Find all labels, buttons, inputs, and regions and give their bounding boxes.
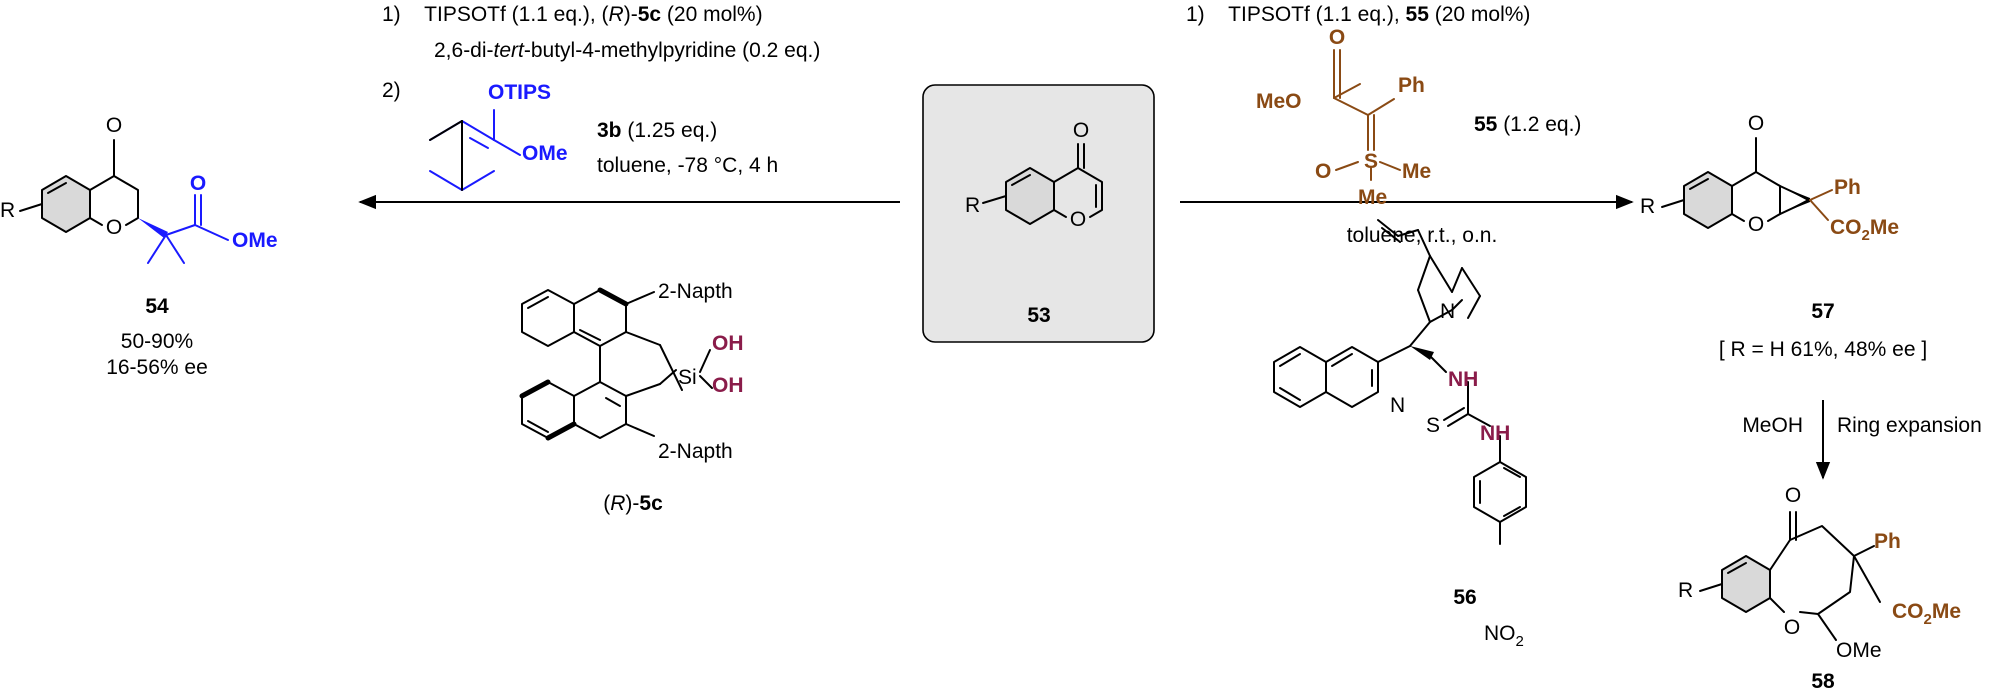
ester-a: CO bbox=[1830, 216, 1862, 239]
left-step1-r: R bbox=[609, 3, 624, 26]
ring-oxygen: O bbox=[1784, 616, 1800, 639]
result: [ R = H 61%, 48% ee ] bbox=[1719, 338, 1927, 361]
right-step1-b: (20 mol%) bbox=[1429, 3, 1531, 26]
yield: 50-90% bbox=[121, 330, 193, 353]
compound-label: 57 bbox=[1811, 300, 1834, 323]
silicon-label: Si bbox=[678, 366, 697, 389]
r-group: R bbox=[1678, 579, 1693, 602]
ee: 16-56% ee bbox=[106, 356, 208, 379]
reagent-ome-label: OMe bbox=[522, 142, 568, 165]
nitro-sub: 2 bbox=[1516, 633, 1524, 650]
ring-oxygen: O bbox=[106, 216, 122, 239]
cat-label-b: )- bbox=[625, 492, 639, 515]
quinoline-nitrogen: N bbox=[1390, 394, 1405, 417]
right-step1-cat: 55 bbox=[1406, 3, 1430, 26]
right-solvent: toluene, r.t., o.n. bbox=[1347, 224, 1498, 247]
right-step1-a: TIPSOTf (1.1 eq.), bbox=[1228, 3, 1405, 26]
ylide-oxygen: O bbox=[1315, 160, 1331, 183]
ester: CO2Me bbox=[1830, 216, 1899, 244]
right-step1-prefix: 1) bbox=[1186, 3, 1205, 26]
ylide-me1: Me bbox=[1402, 160, 1431, 183]
ester-a: CO bbox=[1892, 600, 1924, 623]
compound-label: 58 bbox=[1811, 670, 1835, 691]
ylide-me2: Me bbox=[1358, 186, 1387, 209]
phenyl: Ph bbox=[1874, 530, 1901, 553]
reagent-eq: (1.25 eq.) bbox=[622, 119, 718, 142]
left-base-a: 2,6-di- bbox=[434, 39, 494, 62]
nitro-a: NO bbox=[1484, 622, 1516, 645]
catalyst-label: 56 bbox=[1453, 586, 1476, 609]
reagent-3b-structure bbox=[429, 109, 521, 191]
left-base-b: -butyl-4-methylpyridine (0.2 eq.) bbox=[524, 39, 820, 62]
reagent-line: 3b (1.25 eq.) bbox=[597, 119, 717, 142]
r-group: R bbox=[1640, 195, 1655, 218]
keto-oxygen: O bbox=[1785, 484, 1801, 507]
ylide-eq: (1.2 eq.) bbox=[1497, 113, 1581, 136]
r-group: R bbox=[965, 194, 980, 217]
compound-54: O O R O OMe 54 50-90% 16-56% ee bbox=[0, 114, 278, 379]
nitro-group: NO2 bbox=[1484, 622, 1524, 650]
methoxy: OMe bbox=[1836, 639, 1882, 662]
compound-53: O O R 53 bbox=[922, 84, 1155, 343]
left-solvent: toluene, -78 °C, 4 h bbox=[597, 154, 778, 177]
catalyst-56: N N NH NH S 56 NO2 bbox=[1273, 219, 1527, 650]
compound-58: O O R Ph CO2Me OMe 58 bbox=[1678, 484, 1961, 691]
cat-label-r: R bbox=[610, 492, 625, 515]
hydroxyl-1: OH bbox=[712, 332, 744, 355]
ester-sub: 2 bbox=[1924, 611, 1932, 628]
catalyst-label: (R)-5c bbox=[603, 492, 663, 515]
hydroxyl-2: OH bbox=[712, 374, 744, 397]
ylide-meo: MeO bbox=[1256, 90, 1302, 113]
left-step1-text: TIPSOTf (1.1 eq.), ( bbox=[424, 3, 608, 26]
ring-oxygen: O bbox=[1070, 208, 1086, 231]
keto-oxygen: O bbox=[1748, 112, 1764, 135]
compound-label: 54 bbox=[145, 295, 169, 318]
ester-b: Me bbox=[1870, 216, 1899, 239]
right-conditions: 1) TIPSOTf (1.1 eq.), 55 (20 mol%) O MeO… bbox=[1186, 3, 1581, 247]
left-step1-c: (20 mol%) bbox=[661, 3, 763, 26]
napth-bottom: 2-Napth bbox=[658, 440, 733, 463]
left-conditions: 1) TIPSOTf (1.1 eq.), (R)-5c (20 mol%) 2… bbox=[382, 3, 820, 191]
ylide-sulfur: S bbox=[1364, 150, 1378, 173]
ester-b: Me bbox=[1932, 600, 1961, 623]
ylide-line: 55 (1.2 eq.) bbox=[1474, 113, 1581, 136]
ylide-ph: Ph bbox=[1398, 74, 1425, 97]
keto-oxygen: O bbox=[106, 114, 122, 137]
napth-top: 2-Napth bbox=[658, 280, 733, 303]
ester: CO2Me bbox=[1892, 600, 1961, 628]
compound-label: 53 bbox=[1027, 304, 1050, 327]
ester-sub: 2 bbox=[1862, 227, 1870, 244]
left-step1: 1) TIPSOTf (1.1 eq.), (R)-5c (20 mol%) bbox=[382, 3, 763, 26]
ring-oxygen: O bbox=[1748, 213, 1764, 236]
left-base-tert: tert bbox=[494, 39, 526, 62]
cat-label-a: ( bbox=[603, 492, 610, 515]
left-step1-prefix: 1) bbox=[382, 3, 401, 26]
keto-oxygen: O bbox=[1073, 119, 1089, 142]
ring-expansion-reagent: MeOH bbox=[1742, 414, 1803, 437]
ester-oxygen: O bbox=[190, 172, 206, 195]
ring-expansion-label: Ring expansion bbox=[1837, 414, 1982, 437]
left-base: 2,6-di-tert-butyl-4-methylpyridine (0.2 … bbox=[434, 39, 820, 62]
left-step1-b: )- bbox=[624, 3, 638, 26]
right-step1: 1) TIPSOTf (1.1 eq.), 55 (20 mol%) bbox=[1186, 3, 1530, 26]
left-step1-cat: 5c bbox=[638, 3, 662, 26]
thiourea-sulfur: S bbox=[1426, 414, 1440, 437]
left-step2-prefix: 2) bbox=[382, 79, 401, 102]
reagent-label: 3b bbox=[597, 119, 622, 142]
otips-label: OTIPS bbox=[488, 81, 551, 104]
quinuclidine-nitrogen: N bbox=[1440, 300, 1455, 323]
ylide-55-structure bbox=[1333, 49, 1401, 181]
thiourea-nh-2: NH bbox=[1480, 422, 1510, 445]
ylide-label: 55 bbox=[1474, 113, 1498, 136]
ester-ome: OMe bbox=[232, 229, 278, 252]
thiourea-nh-1: NH bbox=[1448, 368, 1478, 391]
r-group: R bbox=[0, 199, 15, 222]
cat-label-num: 5c bbox=[639, 492, 663, 515]
ylide-keto-oxygen: O bbox=[1329, 26, 1345, 49]
catalyst-5c: Si OH OH 2-Napth 2-Napth (R)-5c bbox=[519, 280, 744, 515]
compound-57: O O R Ph CO2Me 57 [ R = H 61%, 48% ee ] bbox=[1640, 112, 1927, 361]
stereo-wedge-bond bbox=[138, 218, 168, 238]
phenyl: Ph bbox=[1834, 176, 1861, 199]
